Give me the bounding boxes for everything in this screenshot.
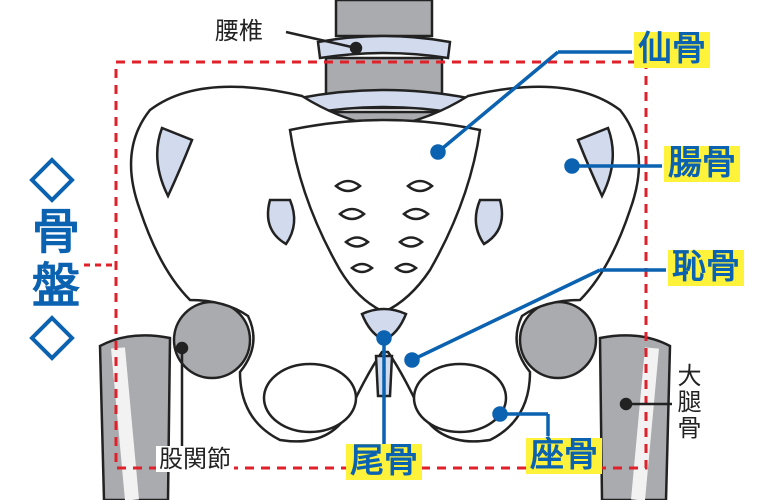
- label-lumbar: 腰椎: [212, 18, 266, 44]
- label-coccyx: 尾骨: [346, 444, 422, 480]
- pelvis-title: 骨盤: [27, 206, 75, 314]
- label-pubis: 恥骨: [668, 250, 744, 286]
- label-sacrum: 仙骨: [634, 32, 710, 68]
- label-ilium: 腸骨: [664, 146, 740, 182]
- label-hip-joint: 股関節: [156, 446, 234, 472]
- label-ischium: 座骨: [526, 438, 602, 474]
- label-femur: 大腿骨: [674, 360, 700, 444]
